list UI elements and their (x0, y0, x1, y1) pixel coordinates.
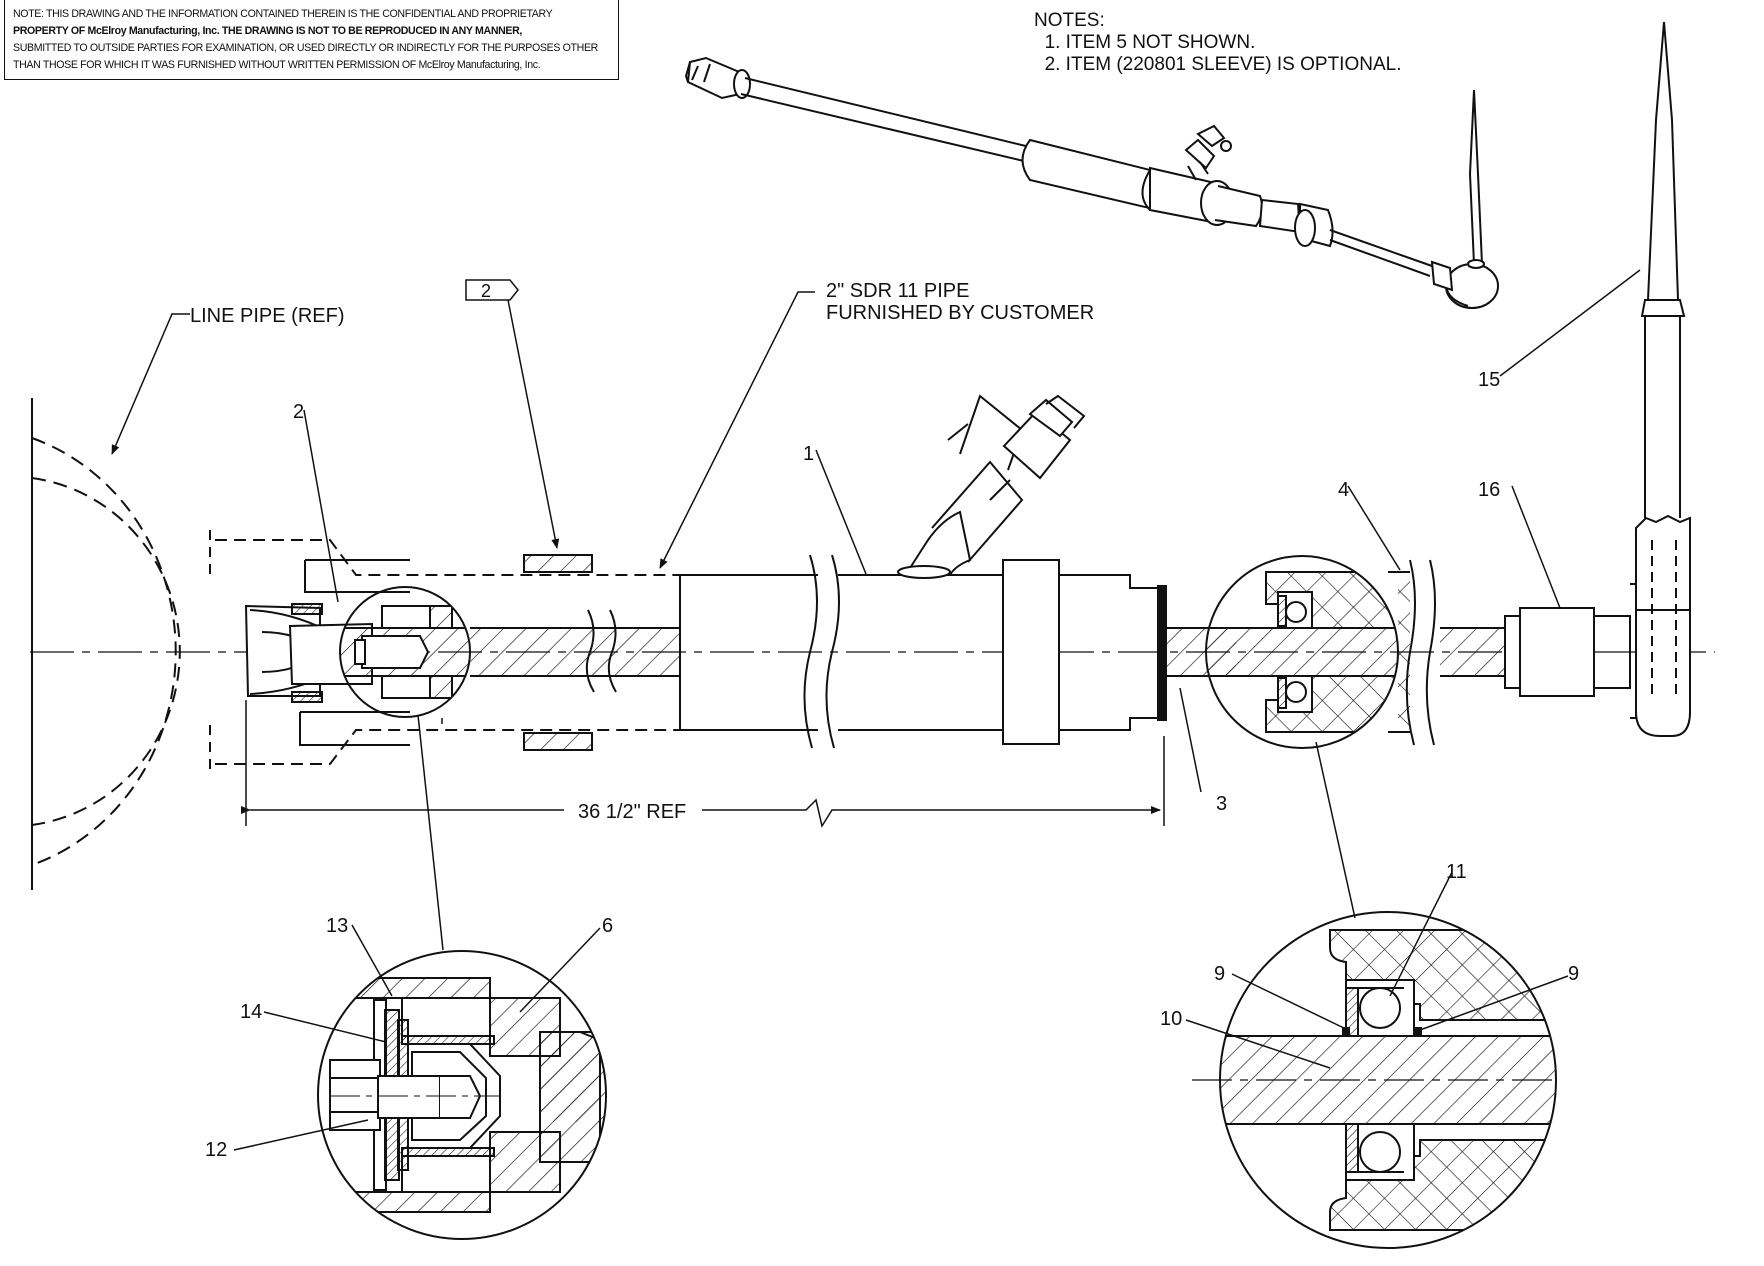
isometric-view (684, 56, 1499, 309)
line-pipe-outline (31, 398, 211, 890)
dimension-line (241, 700, 1165, 828)
note-item-1: 1. ITEM 5 NOT SHOWN. (1044, 32, 1256, 53)
right-housing (1388, 21, 1691, 746)
item-number-label: 10 (1160, 1008, 1182, 1030)
flag-note-number: 2 (481, 281, 491, 301)
item-number-label: 3 (1216, 793, 1227, 815)
dimension-label: 36 1/2" REF (578, 801, 686, 823)
item-number-label: 4 (1338, 479, 1349, 501)
confidentiality-note-box: NOTE: THIS DRAWING AND THE INFORMATION C… (4, 0, 619, 80)
confidentiality-line: THAN THOSE FOR WHICH IT WAS FURNISHED WI… (13, 59, 541, 71)
item-number-label: 15 (1478, 369, 1500, 391)
note-item-2: 2. ITEM (220801 SLEEVE) IS OPTIONAL. (1044, 54, 1402, 75)
item-number-label: 1 (803, 443, 814, 465)
confidentiality-line: SUBMITTED TO OUTSIDE PARTIES FOR EXAMINA… (13, 42, 598, 54)
line-pipe-label: LINE PIPE (REF) (190, 305, 344, 327)
detail-b-content (1206, 571, 1398, 733)
item-number-label: 13 (326, 915, 348, 937)
item-number-label: 12 (205, 1139, 227, 1161)
pipe-note-line-1: 2" SDR 11 PIPE (826, 280, 969, 302)
pipe-note-line-2: FURNISHED BY CUSTOMER (826, 302, 1094, 324)
callout-labels: LINE PIPE (REF) 2 2" SDR 11 PIPE FURNISH… (190, 280, 1094, 823)
item-number-label: 6 (602, 915, 613, 937)
notes-title: NOTES: (1034, 10, 1105, 31)
note-flag (465, 279, 519, 301)
item-number-label: 9 (1568, 963, 1579, 985)
item-number-label: 11 (1446, 861, 1467, 883)
leader-lines (111, 269, 1641, 1151)
pipe-body (679, 394, 1167, 749)
confidentiality-line: PROPERTY OF McElroy Manufacturing, Inc. … (13, 25, 523, 37)
detail-left-content (329, 977, 606, 1213)
item-balloons: 1 2 3 4 15 16 13 6 14 12 11 9 9 10 (205, 369, 1579, 1161)
notes-block: NOTES: 1. ITEM 5 NOT SHOWN. 2. ITEM (220… (1034, 10, 1401, 76)
detail-a-content (340, 605, 470, 699)
item-number-label: 14 (240, 1001, 262, 1023)
item-number-label: 2 (293, 401, 304, 423)
confidentiality-line: NOTE: THIS DRAWING AND THE INFORMATION C… (13, 8, 553, 20)
item-number-label: 9 (1214, 963, 1225, 985)
item-number-label: 16 (1478, 479, 1500, 501)
shaft (470, 554, 680, 751)
